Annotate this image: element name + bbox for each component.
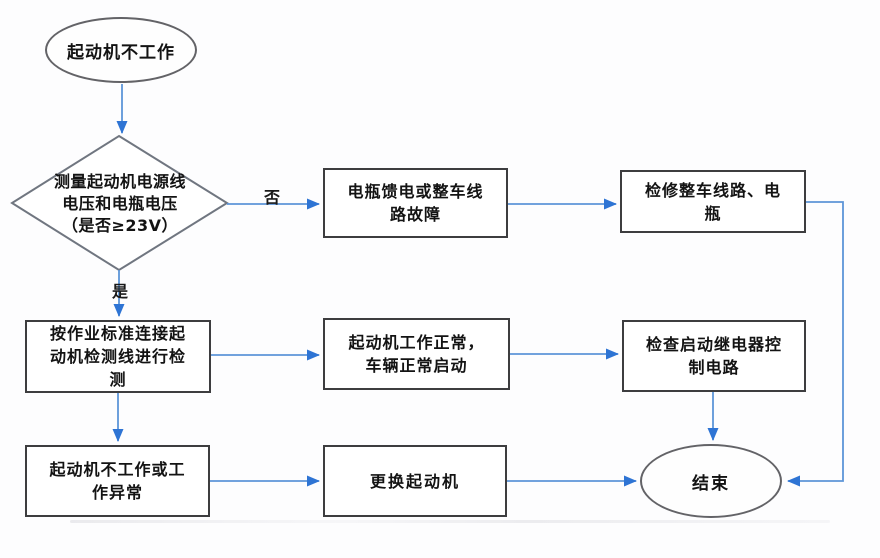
node-line: 动机检测线进行检	[49, 347, 186, 366]
node-line: 起动机不工作或工	[49, 460, 186, 479]
node-repair-circuit: 检修整车线路、电 瓶	[620, 170, 806, 233]
node-line: 瓶	[704, 203, 722, 223]
node-line: 车辆正常启动	[365, 356, 468, 375]
edge-repair-end	[787, 201, 844, 487]
node-line: 电瓶馈电或整车线	[347, 182, 484, 201]
node-line: 检修整车线路、电	[644, 180, 781, 200]
node-connect-test: 按作业标准连接起 动机检测线进行检 测	[25, 320, 211, 393]
node-line: 起动机工作正常，	[348, 333, 485, 352]
node-line: 按作业标准连接起	[49, 324, 186, 343]
node-replace-starter: 更换起动机	[323, 445, 507, 517]
node-line: 路故障	[389, 205, 441, 224]
node-starter-fail: 起动机不工作或工 作异常	[25, 445, 210, 517]
bottom-artifact-strip	[70, 520, 830, 523]
node-end: 结束	[640, 444, 782, 518]
node-start: 起动机不工作	[45, 17, 197, 83]
node-check-relay: 检查启动继电器控 制电路	[622, 320, 806, 392]
edge-label-yes: 是	[111, 282, 128, 301]
node-line: 电压和电瓶电压	[62, 194, 178, 213]
node-line: 测	[109, 370, 127, 389]
node-decision-voltage: 测量起动机电源线 电压和电瓶电压 （是否≥23V）	[25, 160, 215, 248]
node-line: 测量起动机电源线	[53, 172, 186, 191]
node-line: 制电路	[688, 358, 740, 377]
node-label: 起动机不工作	[67, 42, 175, 63]
node-line: 作异常	[91, 483, 143, 502]
node-label: 更换起动机	[369, 471, 460, 491]
edge-label-no: 否	[263, 188, 280, 207]
node-starter-ok: 起动机工作正常， 车辆正常启动	[323, 318, 510, 390]
node-line: 检查启动继电器控	[645, 335, 782, 354]
node-label: 结束	[692, 473, 730, 494]
node-battery-fault: 电瓶馈电或整车线 路故障	[323, 168, 508, 238]
node-line: （是否≥23V）	[61, 216, 179, 235]
